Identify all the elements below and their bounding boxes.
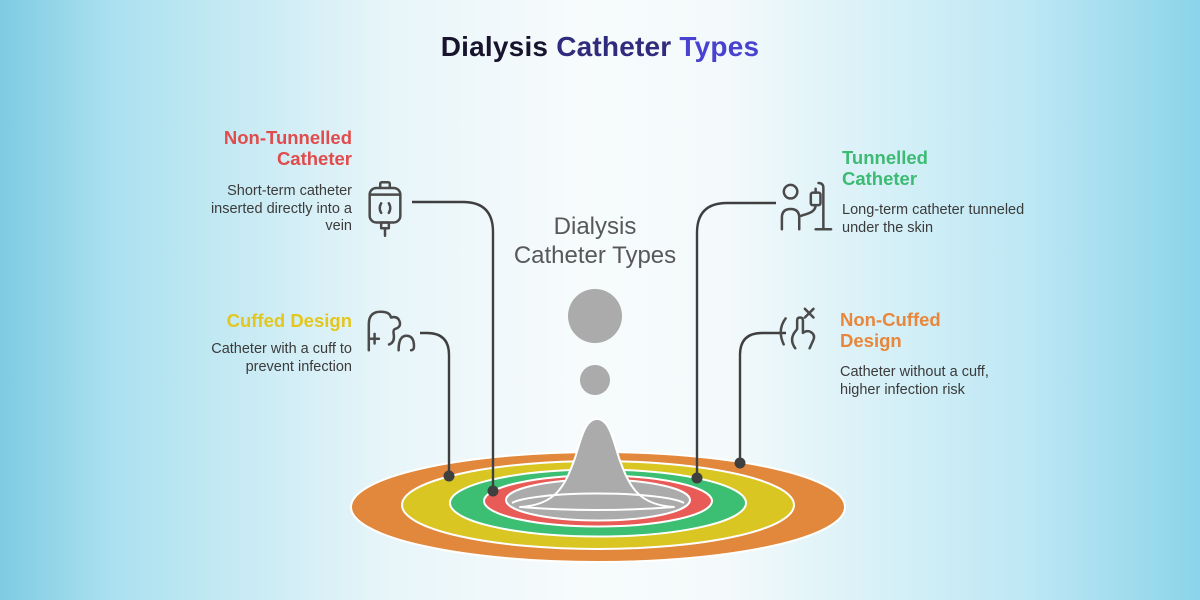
hand-risk-icon — [779, 307, 816, 350]
droplet-splash — [519, 418, 675, 511]
iv-bag-icon — [368, 180, 402, 238]
droplet-circle-large — [568, 289, 622, 343]
connector-non-tunnelled — [412, 200, 495, 491]
connector-tunnelled — [695, 201, 776, 478]
section-desc-cuffed: Catheter with a cuff to prevent infectio… — [211, 341, 352, 375]
droplet-circle-small — [580, 365, 610, 395]
section-desc-tunnelled: Long-term catheter tunneled under the sk… — [842, 202, 1025, 236]
page-title-word-3: Types — [679, 31, 760, 62]
page-title-word-1: Dialysis — [440, 31, 549, 62]
section-title-tunnelled: Tunnelled Catheter — [842, 147, 928, 189]
page-title-word-2: Catheter — [556, 31, 672, 62]
section-desc-non-cuffed: Catheter without a cuff, higher infectio… — [840, 364, 989, 398]
connector-dot-non-cuffed — [734, 457, 746, 469]
connector-dot-tunnelled — [691, 472, 703, 484]
connector-cuffed — [420, 331, 451, 476]
section-title-cuffed: Cuffed Design — [226, 310, 352, 331]
splash-front-arc — [511, 492, 685, 504]
connector-dot-non-tunnelled — [487, 485, 499, 497]
connector-dot-cuffed — [443, 470, 455, 482]
connector-non-cuffed — [738, 331, 786, 463]
patient-iv-pole-icon — [780, 181, 833, 231]
center-label-line2: Catheter Types — [513, 241, 677, 269]
section-title-non-cuffed: Non-Cuffed Design — [840, 309, 941, 351]
section-desc-non-tunnelled: Short-term catheter inserted directly in… — [210, 183, 352, 234]
center-label: Dialysis Catheter Types — [495, 213, 695, 270]
center-label-line1: Dialysis — [553, 213, 637, 240]
section-title-non-tunnelled: Non-Tunnelled Catheter — [223, 127, 352, 169]
chest-catheter-icon — [367, 310, 416, 352]
